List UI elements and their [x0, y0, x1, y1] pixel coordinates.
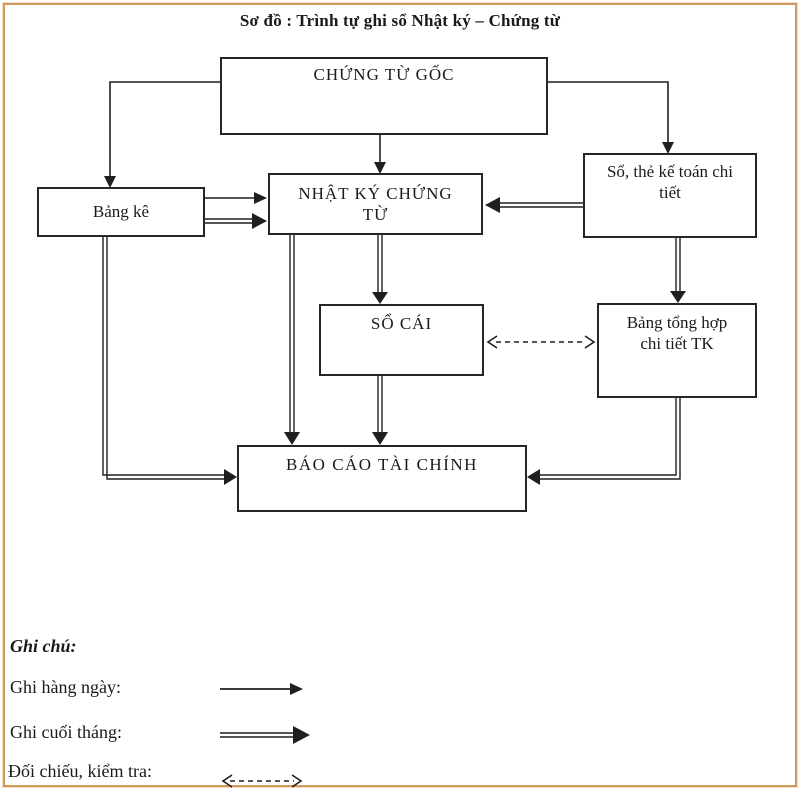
node-nhat-ky-chung-tu: NHẬT KÝ CHỨNG TỪ [268, 173, 483, 235]
node-nhat-ky-chung-tu-label: NHẬT KÝ CHỨNG TỪ [298, 183, 453, 224]
node-chung-tu-goc: CHỨNG TỪ GỐC [220, 57, 548, 135]
node-bao-cao-tai-chinh: BÁO CÁO TÀI CHÍNH [237, 445, 527, 512]
legend-item-monthend-label: Ghi cuối tháng: [10, 722, 122, 742]
node-bao-cao-tai-chinh-label: BÁO CÁO TÀI CHÍNH [286, 455, 478, 474]
arrow-sothe-to-bangtonghop-double [670, 238, 686, 303]
legend-heading: Ghi chú: [10, 636, 77, 656]
arrow-socai-bangtonghop-dashed [486, 335, 596, 349]
node-so-cai: SỔ CÁI [319, 304, 484, 376]
node-bang-tong-hop: Bảng tổng hợp chi tiết TK [597, 303, 757, 398]
node-so-the-ke-toan-label: Sổ, thẻ kế toán chi tiết [606, 162, 734, 203]
arrow-chungtugoc-to-nhatky [374, 135, 386, 174]
arrow-bangtonghop-to-baocao-double [527, 398, 681, 485]
arrow-chungtugoc-to-bangke [104, 81, 220, 188]
node-bang-tong-hop-label: Bảng tổng hợp chi tiết TK [626, 313, 728, 354]
arrow-sothe-to-nhatky-double [485, 197, 583, 213]
arrow-bangke-to-nhatky-single [205, 192, 267, 204]
legend-arrow-daily [220, 683, 303, 695]
node-chung-tu-goc-label: CHỨNG TỪ GỐC [313, 65, 455, 84]
arrow-bangke-to-baocao-double [102, 237, 237, 485]
node-bang-ke-label: Bảng kê [92, 202, 150, 222]
legend-arrow-reconcile [221, 774, 303, 788]
legend-item-daily-label: Ghi hàng ngày: [10, 677, 121, 697]
node-so-the-ke-toan: Sổ, thẻ kế toán chi tiết [583, 153, 757, 238]
arrow-chungtugoc-to-sothe [548, 81, 674, 154]
legend-arrow-monthend [220, 726, 310, 744]
arrow-socai-to-baocao-double [372, 376, 388, 445]
node-bang-ke: Bảng kê [37, 187, 205, 237]
arrow-bangke-to-nhatky-double [205, 213, 267, 229]
legend-item-reconcile-label: Đối chiếu, kiểm tra: [8, 761, 152, 781]
arrow-nhatky-to-socai-double [372, 235, 388, 304]
diagram-title: Sơ đồ : Trình tự ghi sổ Nhật ký – Chứng … [239, 11, 561, 30]
arrow-nhatky-to-baocao-double [284, 235, 300, 445]
node-so-cai-label: SỔ CÁI [370, 314, 433, 333]
